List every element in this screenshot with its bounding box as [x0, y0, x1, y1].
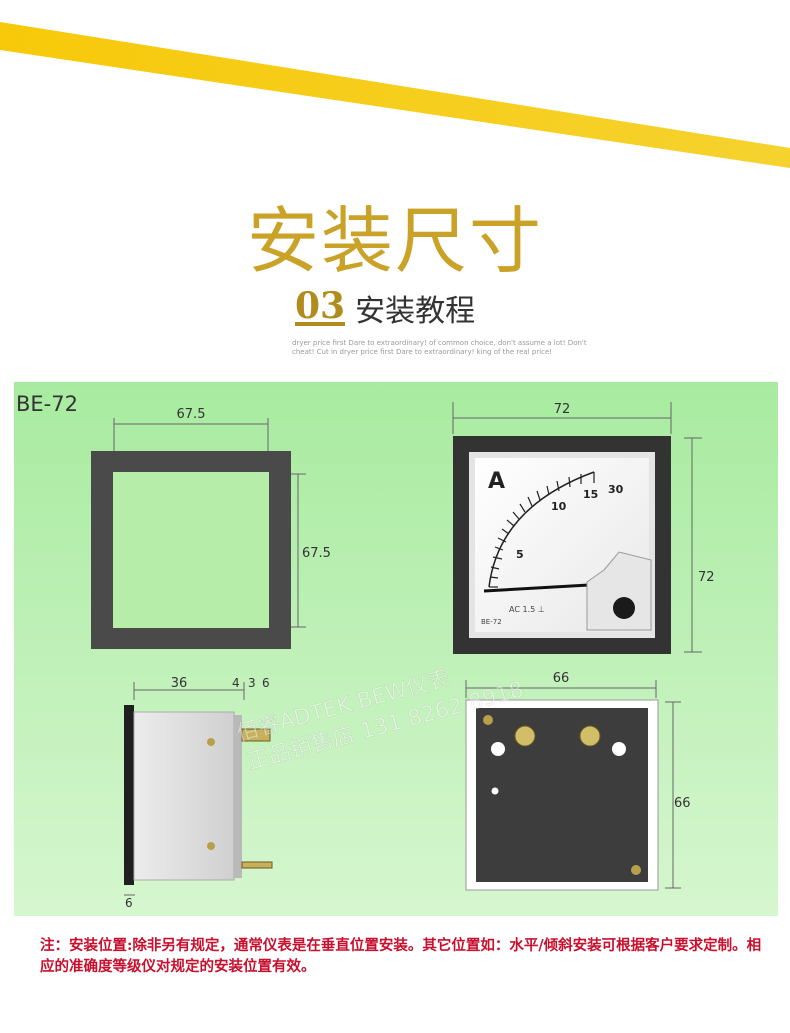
back-screw-bottom-right: [631, 865, 641, 875]
back-hole-small: [491, 787, 499, 795]
side-screw-bottom: [207, 842, 215, 850]
installation-dimension-diagram: BE-72 67.5 67.5 72 A: [14, 382, 778, 916]
scale-label-10: 10: [551, 500, 567, 513]
back-terminal-left: [514, 725, 536, 747]
back-height-label: 66: [674, 796, 691, 811]
section-number: 03: [295, 285, 346, 327]
zero-adjuster-knob: [613, 597, 635, 619]
back-width-label: 66: [553, 671, 570, 686]
back-hole-right: [612, 742, 626, 756]
side-bezel: [124, 705, 134, 885]
zero-adjuster-housing: [586, 551, 652, 631]
side-body: [133, 711, 235, 881]
side-terminal-label: 4: [232, 676, 240, 690]
model-label: BE-72: [16, 392, 78, 416]
side-terminal-bottom: [241, 861, 273, 869]
front-width-label: 72: [554, 402, 571, 417]
cutout-opening: [113, 472, 269, 628]
panel-cutout-view: 67.5 67.5: [91, 407, 331, 649]
side-screw-top: [207, 738, 215, 746]
back-terminal-right: [579, 725, 601, 747]
meter-front-view: 72 A 5 10 15 30 AC 1.5: [452, 402, 715, 654]
panel-thickness-label: 6: [125, 896, 133, 910]
side-terminal-label-b: 3: [248, 676, 256, 690]
meter-scale-ticks: [489, 472, 595, 588]
cutout-width-label: 67.5: [177, 407, 206, 422]
back-hole-left: [491, 742, 505, 756]
scale-label-15: 15: [583, 488, 598, 501]
english-decorative-text: dryer price first Dare to extraordinary!…: [292, 339, 587, 356]
section-heading: 03 安装教程: [295, 286, 475, 330]
cutout-height-label: 67.5: [302, 546, 331, 561]
meter-needle: [483, 583, 590, 593]
back-screw-top-left: [483, 715, 493, 725]
section-title: 安装教程: [355, 294, 476, 329]
side-terminal-top: [241, 728, 271, 742]
scale-label-30: 30: [608, 483, 624, 496]
side-depth-label: 36: [171, 676, 188, 691]
meter-unit-label: A: [488, 469, 505, 494]
front-height-label: 72: [698, 570, 715, 585]
meter-face-model: BE-72: [481, 618, 502, 626]
side-back-plate: [234, 715, 242, 878]
page-title: 安装尺寸: [246, 199, 543, 283]
meter-back-view: 66 66: [465, 671, 691, 891]
installation-note: 注：安装位置:除非另有规定，通常仪表是在垂直位置安装。其它位置如：水平/倾斜安装…: [40, 937, 762, 975]
meter-side-view: 36 4 3 6 6: [124, 676, 273, 910]
decorative-yellow-stripe: [0, 22, 790, 168]
scale-label-5: 5: [516, 548, 524, 561]
back-plate: [476, 708, 648, 882]
side-terminal-label-c: 6: [262, 676, 270, 690]
meter-face-text: AC 1.5 ⊥: [509, 605, 545, 614]
meter-scale-arc: [488, 471, 595, 588]
